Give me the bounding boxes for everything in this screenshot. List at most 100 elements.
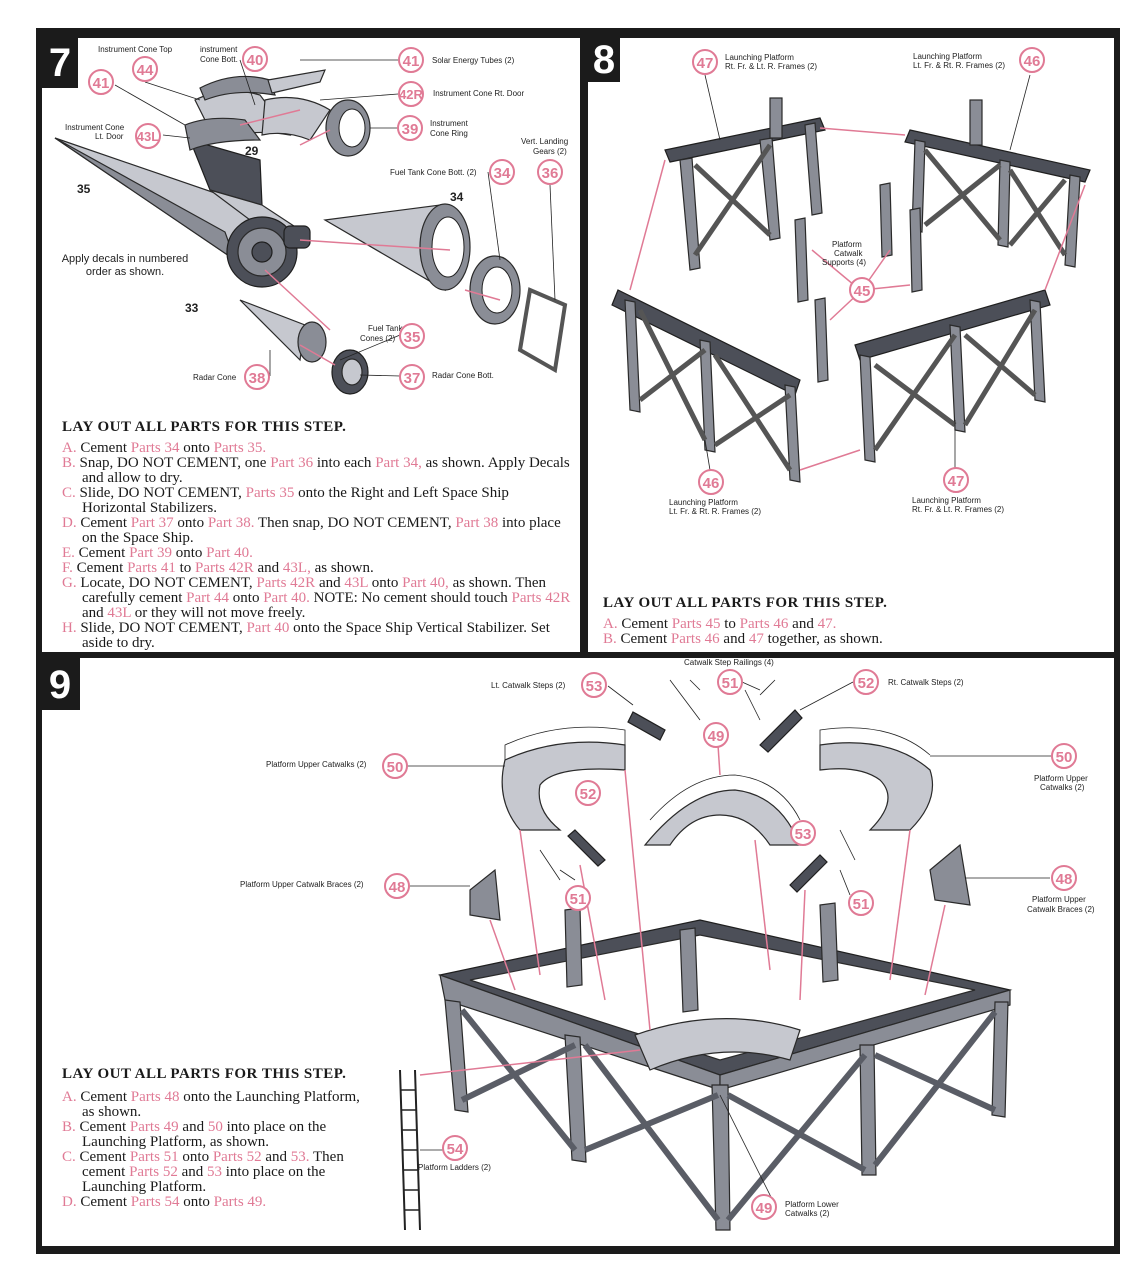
part-circle-44: 44 [132, 56, 158, 82]
catwalk-braces [469, 843, 971, 921]
fuel-tank-cone-bott [469, 255, 521, 325]
step-7-instr-e: E. Cement Part 39 onto Part 40. [62, 545, 253, 561]
label-fuel-tank-cones-1: Fuel Tank [368, 324, 404, 333]
space-ship-drawing [54, 137, 311, 288]
step-7-instructions: LAY OUT ALL PARTS FOR THIS STEP. A. Ceme… [62, 420, 572, 651]
svg-text:53: 53 [586, 678, 603, 695]
fuel-tank-cone [323, 203, 471, 292]
label-frame-tl-2: Rt. Fr. & Lt. R. Frames (2) [725, 62, 817, 71]
callout-33: 33 [185, 301, 199, 315]
label-braces-right-1: Platform Upper [1032, 895, 1086, 904]
part-circle-46: 46 [1019, 47, 1045, 73]
step-8-instr-a: A. Cement Parts 45 to Parts 46 and 47. [603, 616, 837, 632]
label-frame-tr-2: Lt. Fr. & Rt. R. Frames (2) [913, 61, 1005, 70]
label-cone-ring-2: Cone Ring [430, 129, 468, 138]
part-circle-50: 50 [382, 753, 408, 779]
part-circle-48: 48 [384, 873, 410, 899]
label-cone-lt-door-2: Lt. Door [95, 132, 124, 141]
svg-text:44: 44 [137, 62, 154, 79]
step-8-instructions: LAY OUT ALL PARTS FOR THIS STEP. A. Ceme… [603, 596, 1103, 647]
label-cone-rt-door: Instrument Cone Rt. Door [433, 89, 524, 98]
part-circle-45: 45 [849, 277, 875, 303]
svg-text:35: 35 [404, 329, 421, 346]
upper-catwalk-right [819, 727, 934, 831]
svg-text:51: 51 [722, 675, 739, 692]
svg-text:42R: 42R [399, 87, 423, 102]
catwalk-steps [539, 679, 856, 893]
label-upper-catwalks-right-2: Catwalks (2) [1040, 783, 1085, 792]
svg-text:51: 51 [570, 891, 587, 908]
callout-34: 34 [450, 190, 464, 204]
step-8-heading: LAY OUT ALL PARTS FOR THIS STEP. [603, 595, 888, 611]
svg-text:52: 52 [858, 675, 875, 692]
svg-text:47: 47 [697, 55, 714, 72]
frame-bottom-right [854, 289, 1051, 463]
label-braces-left: Platform Upper Catwalk Braces (2) [240, 880, 364, 889]
callout-29: 29 [245, 144, 259, 158]
svg-text:34: 34 [494, 165, 511, 182]
label-lt-steps: Lt. Catwalk Steps (2) [491, 681, 566, 690]
step-7-number: 7 [42, 38, 78, 88]
svg-text:40: 40 [247, 52, 264, 69]
landing-gear [517, 287, 568, 374]
catwalk-supports [794, 182, 923, 383]
part-circle-51: 51 [565, 885, 591, 911]
part-circle-49: 49 [751, 1194, 777, 1220]
frame-top-left [664, 97, 826, 271]
part-circle-51: 51 [848, 890, 874, 916]
upper-catwalk-left [501, 726, 626, 831]
part-circle-54: 54 [442, 1135, 468, 1161]
part-circle-52: 52 [575, 780, 601, 806]
step-8-panel [588, 38, 1114, 652]
svg-text:52: 52 [580, 786, 597, 803]
radar-cone [239, 299, 369, 395]
part-circle-46: 46 [698, 469, 724, 495]
svg-text:53: 53 [795, 826, 812, 843]
step-8-instr-b: B. Cement Parts 46 and 47 together, as s… [603, 631, 883, 647]
part-circle-47: 47 [692, 49, 718, 75]
part-circle-53: 53 [790, 820, 816, 846]
step-7-instr-b: B. Snap, DO NOT CEMENT, one Part 36 into… [62, 455, 570, 486]
part-circle-39: 39 [397, 115, 423, 141]
label-cone-lt-door-1: Instrument Cone [65, 123, 125, 132]
svg-text:47: 47 [948, 473, 965, 490]
label-frame-bl-1: Launching Platform [669, 498, 738, 507]
platform-ladder [399, 1069, 421, 1231]
svg-text:46: 46 [1024, 53, 1041, 70]
label-rt-steps: Rt. Catwalk Steps (2) [888, 678, 964, 687]
frame-bottom-left [611, 289, 801, 483]
svg-text:50: 50 [387, 759, 404, 776]
step-9-instr-c: C. Cement Parts 51 onto Parts 52 and 53.… [62, 1149, 344, 1195]
label-instrument-cone-top: Instrument Cone Top [98, 45, 173, 54]
step-9-instructions: LAY OUT ALL PARTS FOR THIS STEP. A. Ceme… [62, 1067, 372, 1210]
label-step-railings: Catwalk Step Railings (4) [684, 658, 774, 667]
part-circle-40: 40 [242, 46, 268, 72]
label-frame-bl-2: Lt. Fr. & Rt. R. Frames (2) [669, 507, 761, 516]
part-circle-35: 35 [399, 323, 425, 349]
part-circle-41: 41 [88, 69, 114, 95]
part-circle-52: 52 [853, 669, 879, 695]
label-braces-right-2: Catwalk Braces (2) [1027, 905, 1095, 914]
label-catwalk-supports-3: Supports (4) [822, 258, 866, 267]
part-circle-49: 49 [703, 722, 729, 748]
step-9-instr-d: D. Cement Parts 54 onto Parts 49. [62, 1194, 267, 1210]
part-circle-36: 36 [537, 159, 563, 185]
svg-text:36: 36 [542, 165, 559, 182]
svg-text:51: 51 [853, 896, 870, 913]
launching-platform [437, 902, 1013, 1231]
label-frame-tl-1: Launching Platform [725, 53, 794, 62]
part-circle-50: 50 [1051, 743, 1077, 769]
label-instrument-cone-bott-2: Cone Bott. [200, 55, 238, 64]
callout-35: 35 [77, 182, 91, 196]
instrument-cone-parts [184, 69, 371, 157]
step-7-decal-note: Apply decals in numbered order as shown. [61, 253, 189, 278]
part-circle-41: 41 [398, 47, 424, 73]
label-catwalk-supports-2: Catwalk [834, 249, 863, 258]
upper-catwalk-center [643, 774, 801, 846]
step-7-instr-h: H. Slide, DO NOT CEMENT, Part 40 onto th… [62, 620, 550, 651]
step-9-number: 9 [42, 662, 78, 708]
part-circle-48: 48 [1051, 865, 1077, 891]
label-lower-catwalks-1: Platform Lower [785, 1200, 839, 1209]
part-circle-47: 47 [943, 467, 969, 493]
